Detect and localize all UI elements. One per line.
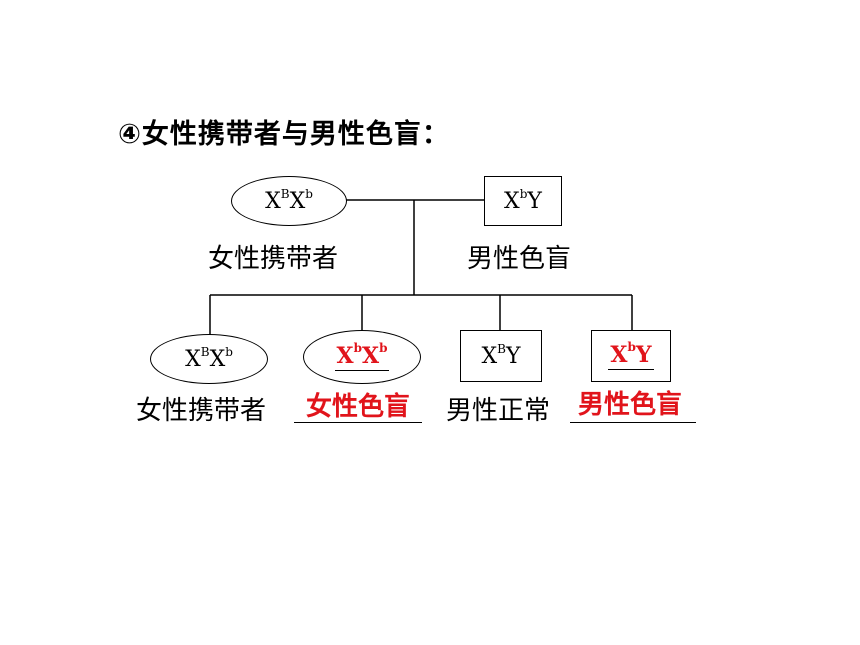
child-1-female-oval: XBXb (150, 334, 268, 384)
father-genotype: XbY (504, 186, 542, 214)
mother-female-oval: XBXb (231, 176, 347, 226)
child-4-answer-blank (570, 422, 696, 423)
child-2-answer-blank (294, 422, 422, 423)
father-male-box: XbY (484, 176, 562, 226)
father-label: 男性色盲 (467, 244, 572, 274)
child-2-female-oval: XbXb (303, 330, 421, 384)
child-1-genotype: XBXb (185, 344, 233, 372)
child-3-male-box: XBY (460, 330, 542, 382)
child-4-answer-label: 男性色盲 (578, 390, 683, 420)
child-3-genotype: XBY (481, 341, 521, 369)
child-2-answer-label: 女性色盲 (306, 392, 411, 422)
child-4-genotype: XbY (608, 340, 654, 370)
page-title: ④女性携带者与男性色盲： (118, 119, 450, 150)
child-2-genotype: XbXb (334, 341, 390, 371)
child-1-label: 女性携带者 (136, 396, 267, 426)
mother-genotype: XBXb (265, 186, 313, 214)
child-3-label: 男性正常 (446, 396, 551, 426)
child-4-male-box: XbY (591, 330, 671, 382)
mother-label: 女性携带者 (208, 244, 339, 274)
